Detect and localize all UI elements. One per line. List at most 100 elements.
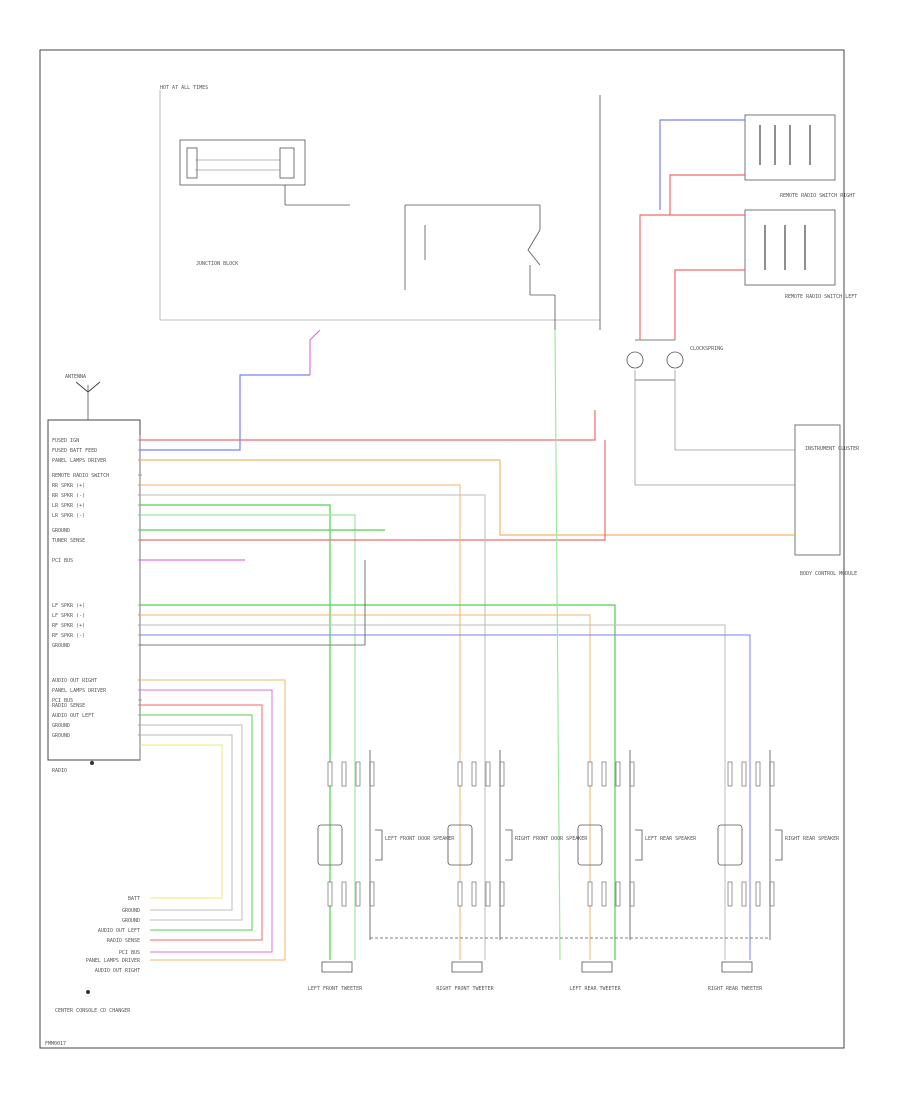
terminal-top [615,761,621,787]
radio-pin-label: PANEL LAMPS DRIVER [52,688,107,694]
hot-label: HOT AT ALL TIMES [160,85,208,91]
body-control-label: BODY CONTROL MODULE [800,571,857,577]
speaker-body [577,824,603,866]
terminal-top [457,761,463,787]
speaker-body [447,824,473,866]
instrument-cluster: INSTRUMENT CLUSTER BODY CONTROL MODULE [794,424,860,577]
speaker-label: LEFT FRONT DOOR SPEAKER [385,836,455,842]
terminal-top [485,761,491,787]
terminal-bottom [369,881,375,907]
changer-pin-label: BATT [128,896,140,902]
tweeter-label: RIGHT FRONT TWEETER [436,986,494,992]
terminal-bottom [629,881,635,907]
tweeter-label: RIGHT REAR TWEETER [708,986,763,992]
right-switch-label: REMOTE RADIO SWITCH RIGHT [780,193,855,199]
terminal-bottom [769,881,775,907]
antenna: ANTENNA [65,374,101,420]
changer-pins: BATT GROUND GROUND AUDIO OUT LEFT RADIO SENS… [86,896,141,974]
terminal-top [327,761,333,787]
terminal-top [755,761,761,787]
terminal-top [341,761,347,787]
radio-pin-label: LF SPKR (+) [52,603,85,609]
switch-bracket [404,204,556,330]
radio-ground [90,761,94,765]
radio-pin-label: PCI BUS [52,698,73,704]
diagram-frame [39,49,845,1049]
terminal-top [601,761,607,787]
radio-pin-label: LR SPKR (+) [52,503,85,509]
speaker-label: LEFT REAR SPEAKER [645,836,697,842]
speakers-row: LEFT FRONT DOOR SPEAKER LEFT FRONT TWEETE… [308,750,840,992]
terminal-bottom [485,881,491,907]
speaker-cone [635,829,643,861]
speaker-label: RIGHT FRONT DOOR SPEAKER [515,836,588,842]
terminal-top [587,761,593,787]
radio-pin-label: RF SPKR (-) [52,633,85,639]
radio-pin-label: LF SPKR (-) [52,613,85,619]
terminal-top [769,761,775,787]
radio-pins: FUSED IGN FUSED BATT FEED PANEL LAMPS DRIV… [52,438,142,739]
terminal-top [741,761,747,787]
terminal-bottom [741,881,747,907]
radio-pin-label: GROUND [52,643,70,649]
radio-box [47,419,141,761]
tweeter-label: LEFT FRONT TWEETER [308,986,363,992]
radio-unit: RADIO FUSED IGN FUSED BATT FEED PANEL LAMP… [47,419,142,774]
radio-pin-label: LR SPKR (-) [52,513,85,519]
radio-pin-label: GROUND [52,723,70,729]
changer-label: CENTER CONSOLE CD CHANGER [55,1008,131,1014]
radio-pin-label: TUNER SENSE [52,538,85,544]
terminal-bottom [341,881,347,907]
terminal-top [629,761,635,787]
terminal-top [471,761,477,787]
clockspring: CLOCKSPRING [626,339,723,381]
footer-code: FMM0017 [45,1041,66,1047]
radio-pin-label: RR SPKR (+) [52,483,85,489]
terminal-bottom [755,881,761,907]
speaker-ground-block [321,961,353,973]
tweeter-label: LEFT REAR TWEETER [569,986,621,992]
instrument-cluster-label: INSTRUMENT CLUSTER [805,446,860,452]
speaker-ground-block [451,961,483,973]
radio-pin-label: FUSED IGN [52,438,79,444]
speaker-cone [505,829,513,861]
antenna-label: ANTENNA [65,374,86,380]
radio-pin-label: FUSED BATT FEED [52,448,97,454]
speaker-cone [775,829,783,861]
terminal-bottom [587,881,593,907]
terminal-top [499,761,505,787]
terminal-bottom [471,881,477,907]
terminal-top [355,761,361,787]
speaker-ground-block [721,961,753,973]
changer-ground [86,990,90,994]
fuse-block-area: HOT AT ALL TIMES JUNCTION BLOCK [159,85,600,321]
radio-pin-label: PANEL LAMPS DRIVER [52,458,107,464]
terminal-bottom [727,881,733,907]
radio-pin-label: PCI BUS [52,558,73,564]
terminal-bottom [355,881,361,907]
changer-pin-label: GROUND [122,908,140,914]
cd-changer: BATT GROUND GROUND AUDIO OUT LEFT RADIO SENS… [55,896,141,1014]
terminal-bottom [601,881,607,907]
changer-pin-label: AUDIO OUT LEFT [98,928,140,934]
radio-pin-label: REMOTE RADIO SWITCH [52,473,109,479]
radio-pin-label: AUDIO OUT LEFT [52,713,94,719]
steering-switch-label: REMOTE RADIO SWITCH LEFT [785,294,857,300]
terminal-top [369,761,375,787]
terminal-bottom [457,881,463,907]
changer-pin-label: GROUND [122,918,140,924]
changer-pin-label: RADIO SENSE [107,938,140,944]
terminal-bottom [327,881,333,907]
speaker-ground-block [581,961,613,973]
terminal-top [727,761,733,787]
terminal-bottom [499,881,505,907]
radio-pin-label: RADIO SENSE [52,703,85,709]
speaker-body [717,824,743,866]
radio-pin-label: RR SPKR (-) [52,493,85,499]
remote-switch-right: REMOTE RADIO SWITCH RIGHT [744,114,855,199]
speaker-cone [375,829,383,861]
radio-pin-label: GROUND [52,528,70,534]
radio-label: RADIO [52,768,67,774]
speaker-label: RIGHT REAR SPEAKER [785,836,840,842]
